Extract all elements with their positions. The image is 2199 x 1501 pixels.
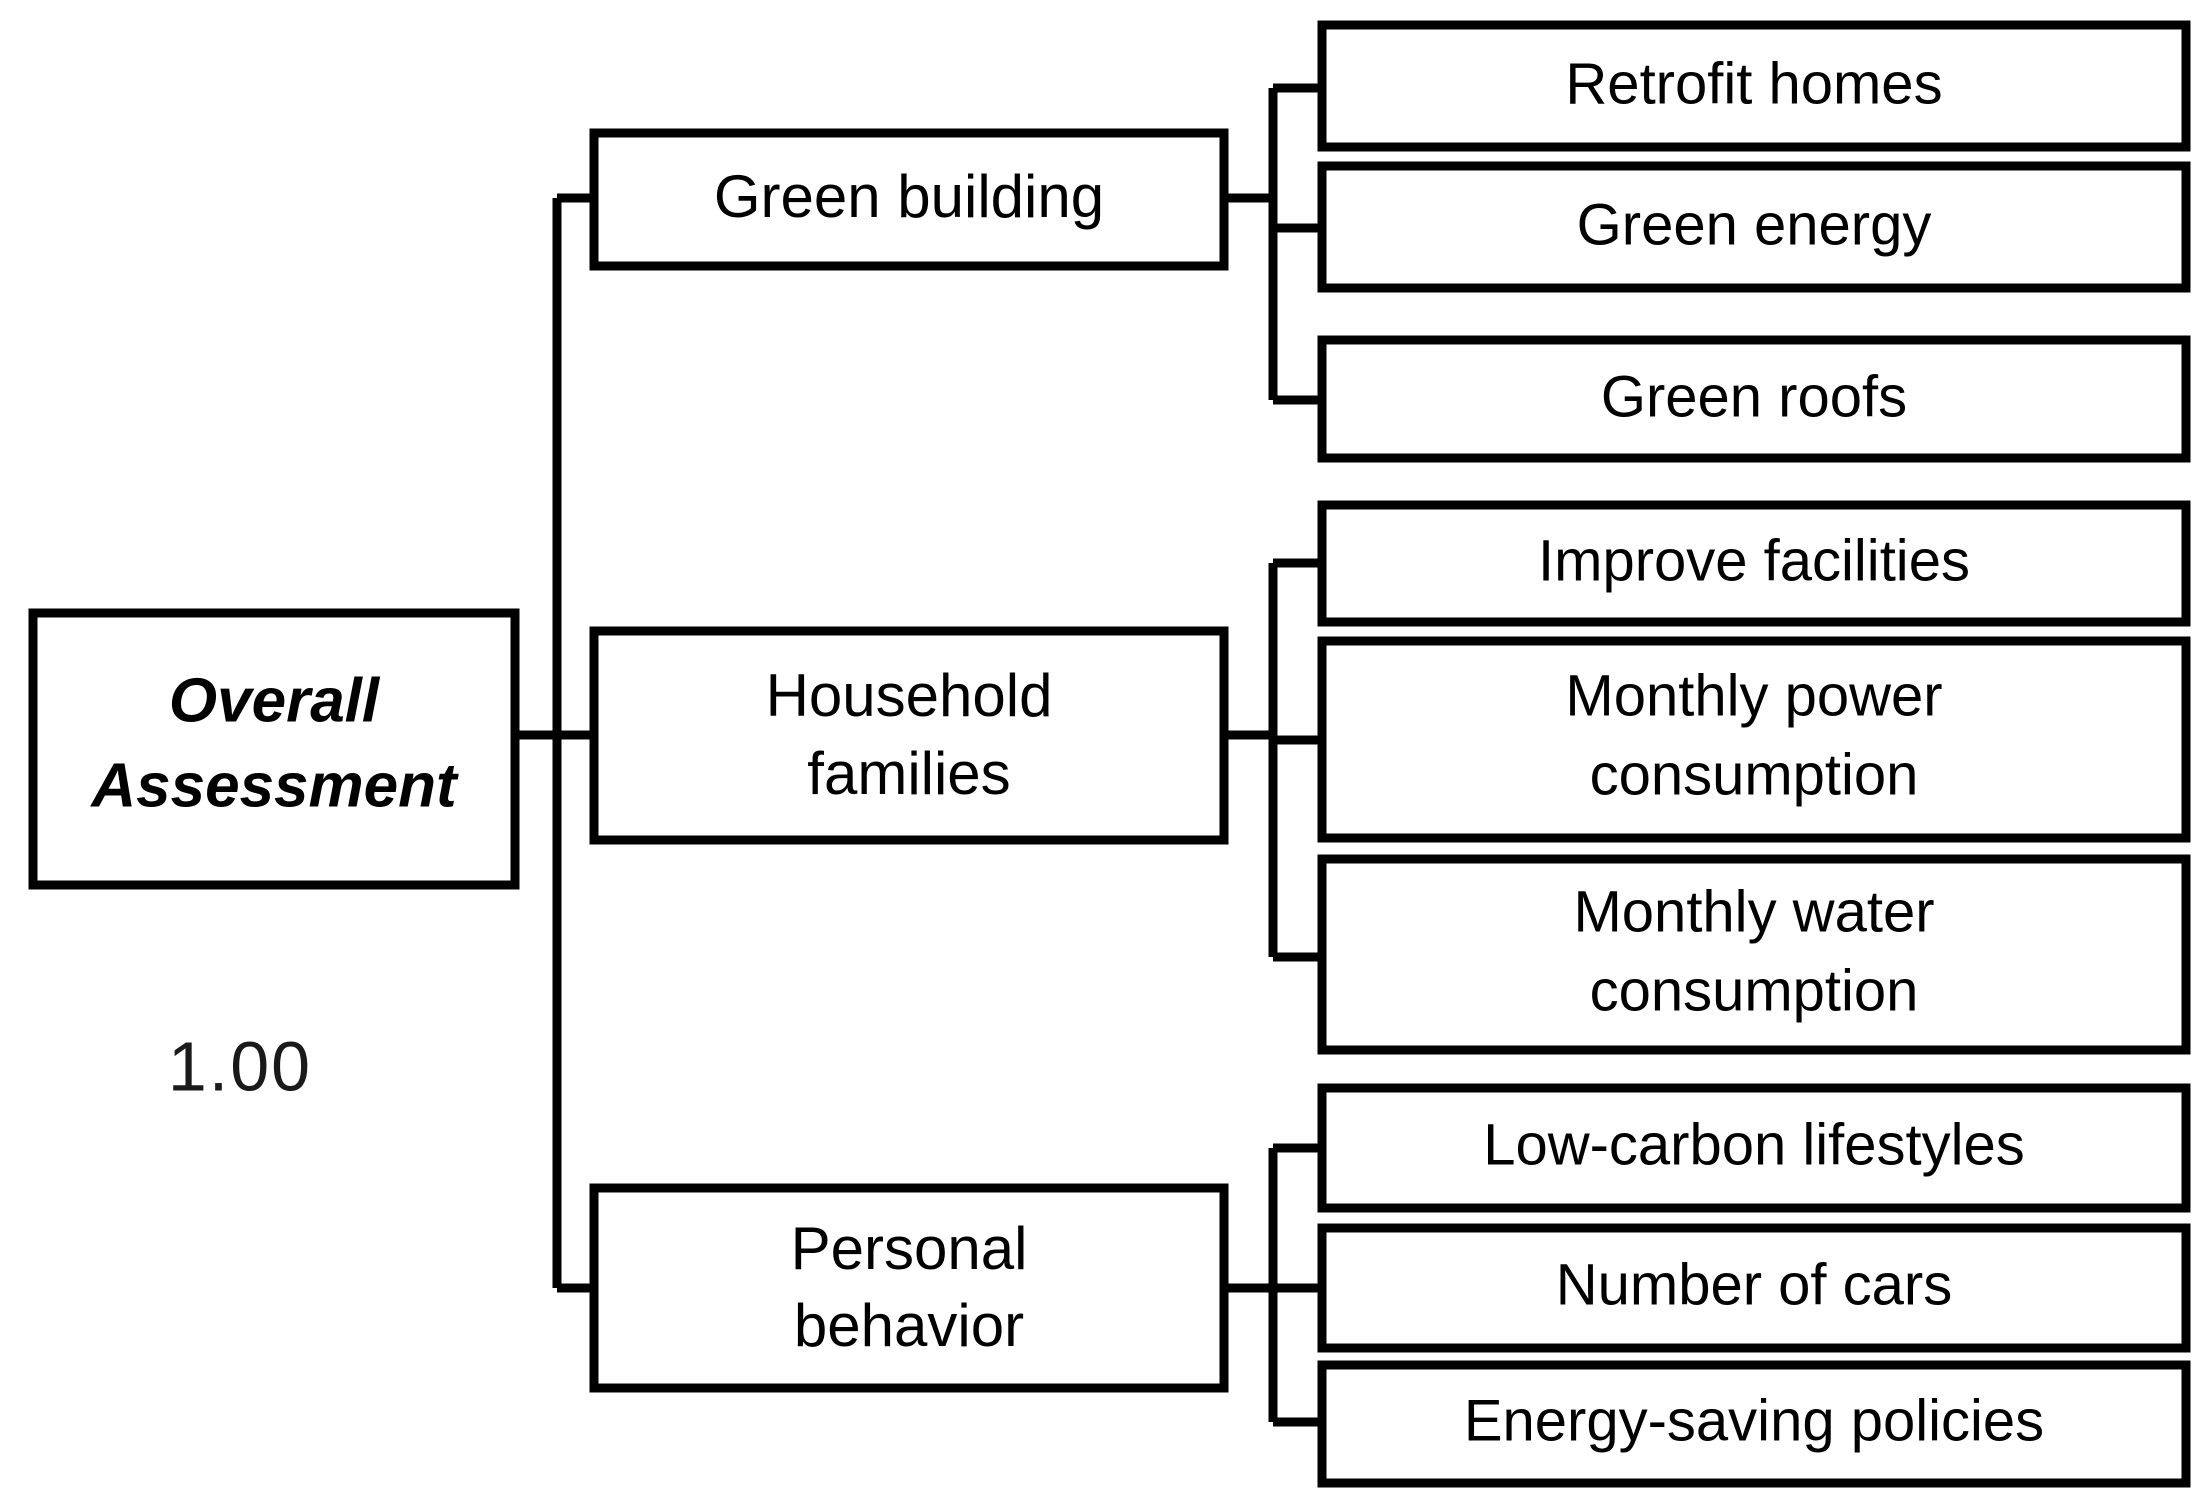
leaf-node-box-2-3[interactable] (1317, 854, 2191, 1055)
leaf-node-label-2-1: Improve facilities (1538, 528, 1970, 593)
branch-node-personal-behavior[interactable]: Personal behavior (589, 1183, 1229, 1393)
branch-node-green-building[interactable]: Green building (589, 128, 1229, 271)
leaf-node-monthly-power-consumption[interactable]: Monthly power consumption (1317, 636, 2191, 843)
leaf-node-green-energy[interactable]: Green energy (1317, 161, 2191, 293)
branch-node-label-1-line1: Green building (714, 163, 1104, 230)
branch-node-box-1[interactable] (589, 128, 1229, 271)
branch-node-box-3[interactable] (589, 1183, 1229, 1393)
leaf-node-label-3-1: Low-carbon lifestyles (1483, 1112, 2025, 1177)
branch-node-box-2[interactable] (589, 626, 1229, 845)
root-node-label-line1: Overall (169, 666, 381, 735)
leaf-node-box-3-2[interactable] (1317, 1223, 2191, 1353)
leaf-node-improve-facilities[interactable]: Improve facilities (1317, 500, 2191, 627)
leaf-node-label-2-3-line2: consumption (1590, 958, 1919, 1023)
leaf-node-box-1-1[interactable] (1317, 20, 2191, 152)
leaf-node-label-3-2: Number of cars (1556, 1252, 1952, 1317)
leaf-node-energy-saving-policies[interactable]: Energy-saving policies (1317, 1360, 2191, 1488)
leaf-node-box-2-2[interactable] (1317, 636, 2191, 843)
leaf-node-number-of-cars[interactable]: Number of cars (1317, 1223, 2191, 1353)
leaf-node-label-2-2-line1: Monthly power (1565, 663, 1942, 728)
branch-node-label-2-line1: Household (766, 662, 1053, 729)
overall-score-label: 1.00 (168, 1027, 312, 1105)
leaf-node-box-1-2[interactable] (1317, 161, 2191, 293)
leaf-node-monthly-water-consumption[interactable]: Monthly water consumption (1317, 854, 2191, 1055)
branch-node-household-families[interactable]: Household families (589, 626, 1229, 845)
leaf-node-green-roofs[interactable]: Green roofs (1317, 335, 2191, 463)
leaf-node-box-3-1[interactable] (1317, 1083, 2191, 1213)
branch-node-label-2-line2: families (807, 740, 1010, 807)
root-node[interactable]: Overall Assessment (28, 608, 520, 890)
leaf-node-box-3-3[interactable] (1317, 1360, 2191, 1488)
leaf-node-label-2-3-line1: Monthly water (1573, 879, 1934, 944)
leaf-node-label-3-3: Energy-saving policies (1464, 1388, 2044, 1453)
leaf-node-low-carbon-lifestyles[interactable]: Low-carbon lifestyles (1317, 1083, 2191, 1213)
leaf-node-box-1-3[interactable] (1317, 335, 2191, 463)
branch-node-label-3-line2: behavior (794, 1292, 1024, 1359)
leaf-node-label-1-3: Green roofs (1601, 364, 1907, 429)
leaf-node-label-1-1: Retrofit homes (1565, 51, 1942, 116)
leaf-node-label-1-2: Green energy (1577, 192, 1932, 257)
root-node-box[interactable] (28, 608, 520, 890)
root-node-label-line2: Assessment (89, 751, 459, 820)
leaf-node-box-2-1[interactable] (1317, 500, 2191, 627)
leaf-node-retrofit-homes[interactable]: Retrofit homes (1317, 20, 2191, 152)
leaf-node-label-2-2-line2: consumption (1590, 742, 1919, 807)
branch-node-label-3-line1: Personal (791, 1215, 1028, 1282)
